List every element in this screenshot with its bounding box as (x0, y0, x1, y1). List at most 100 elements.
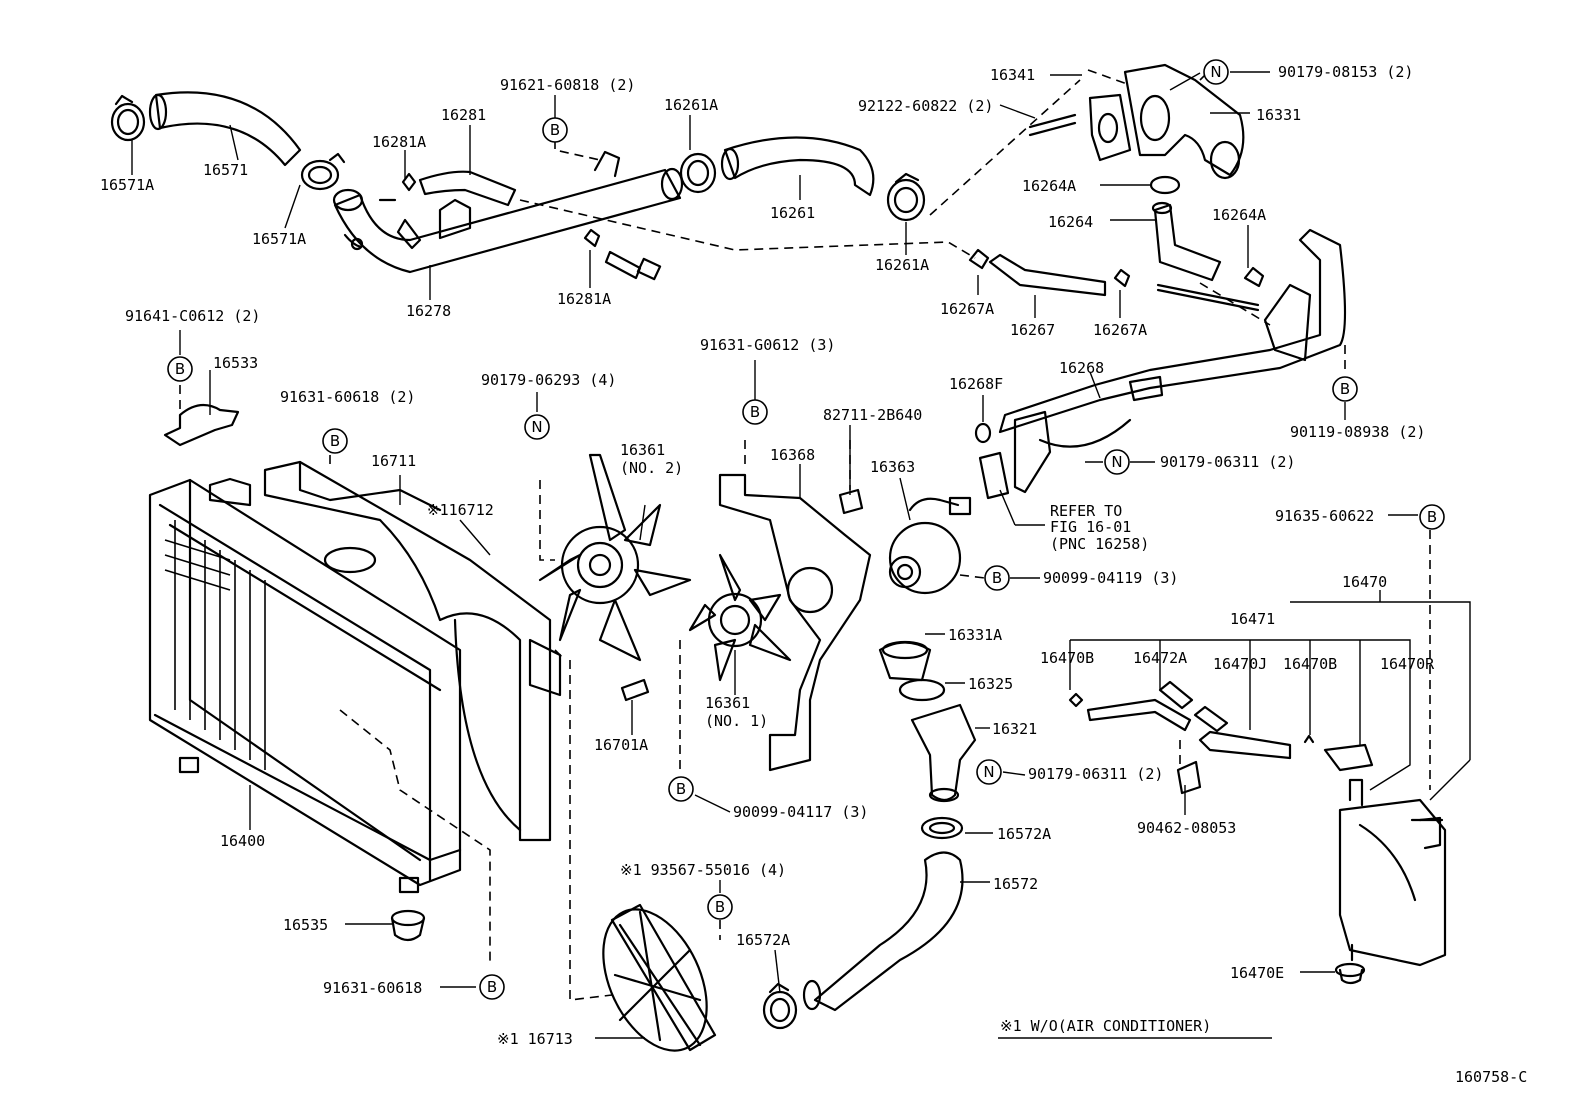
svg-text:B: B (715, 898, 725, 916)
part-label: ※1 16713 (497, 1030, 573, 1048)
bracket-16368 (718, 473, 872, 772)
water-outlet-16331 (1123, 63, 1245, 177)
reservoir-16470 (1338, 798, 1447, 967)
part-label: 16470B (1040, 649, 1094, 667)
hose-clamp (920, 816, 964, 840)
gasket-16325 (898, 678, 946, 702)
bolt-callout: B (1332, 376, 1358, 402)
part-label: 16701A (594, 736, 648, 754)
part-label: 16264A (1022, 177, 1076, 195)
part-label: 16261A (875, 256, 929, 274)
bolt-callout: B (707, 894, 733, 920)
upper-radiator-hose-group (110, 91, 684, 281)
part-label: 16281A (557, 290, 611, 308)
svg-text:B: B (750, 403, 760, 421)
hose-16470J (1198, 730, 1292, 760)
part-label: 16711 (371, 452, 416, 470)
part-label: 16325 (968, 675, 1013, 693)
nut-callout: N (1203, 59, 1229, 85)
part-label: 90179-06311 (2) (1028, 765, 1163, 783)
bolt-callout: B (1419, 504, 1445, 530)
reservoir-group (1068, 680, 1447, 985)
bolt-callout: B (542, 117, 568, 143)
part-label: 92122-60822 (2) (858, 97, 993, 115)
part-label: ※116712 (427, 501, 494, 519)
part-label: (NO. 1) (705, 712, 768, 730)
part-label: 90462-08053 (1137, 819, 1236, 837)
part-label: 16281A (372, 133, 426, 151)
hose-clamp (300, 152, 346, 191)
part-label: 16470J (1213, 655, 1267, 673)
pipe-16268 (998, 228, 1347, 434)
hose-clamp (886, 172, 926, 222)
part-label: 16470 (1342, 573, 1387, 591)
hose-16267 (988, 253, 1107, 297)
svg-text:N: N (1210, 63, 1221, 81)
part-label: 16363 (870, 458, 915, 476)
clip-16701A (620, 678, 650, 702)
cap-16470E (1334, 962, 1366, 978)
part-label: 16341 (990, 66, 1035, 84)
hose-16470B-clip (1068, 692, 1084, 708)
thermostat-16331A (878, 641, 932, 682)
svg-text:N: N (983, 763, 994, 781)
part-labels: 16571A 16571 16571A 16281A 16281 91621-6… (100, 63, 1435, 1048)
part-label: 16361 (620, 441, 665, 459)
part-label: 90179-08153 (2) (1278, 63, 1413, 81)
svg-text:B: B (1340, 380, 1350, 398)
figure-id: 160758-C (1455, 1068, 1527, 1086)
svg-text:B: B (992, 569, 1002, 587)
gasket-16341 (1088, 93, 1132, 162)
inlet-16321 (910, 703, 977, 802)
part-label: 91631-G0612 (3) (700, 336, 835, 354)
radiator-cap-16535 (390, 909, 426, 942)
hose-16261-group (679, 136, 926, 222)
part-label: 16471 (1230, 610, 1275, 628)
part-label: 91631-60618 (2) (280, 388, 415, 406)
part-label: 16281 (441, 106, 486, 124)
part-label: 16470R (1380, 655, 1435, 673)
footnote-text: ※1 W/O(AIR CONDITIONER) (1000, 1017, 1211, 1035)
part-label: 16261 (770, 204, 815, 222)
part-label: 91641-C0612 (2) (125, 307, 260, 325)
water-outlet-group (1028, 63, 1245, 195)
nut-callout: N (524, 414, 550, 440)
part-label: 91631-60618 (323, 979, 422, 997)
bolt-callout: B (668, 776, 694, 802)
leader-lines (131, 71, 1471, 1039)
part-label: 91635-60622 (1275, 507, 1374, 525)
part-label: 16571 (203, 161, 248, 179)
part-label: 16572 (993, 875, 1038, 893)
part-label: 16267A (940, 300, 994, 318)
part-label: 16264A (1212, 206, 1266, 224)
hose-16261 (723, 136, 875, 197)
part-label: 16472A (1133, 649, 1187, 667)
part-label: 90099-04117 (3) (733, 803, 868, 821)
part-label: 16400 (220, 832, 265, 850)
part-label: 16268F (949, 375, 1003, 393)
svg-text:B: B (550, 121, 560, 139)
part-label: 16361 (705, 694, 750, 712)
water-inlet-pipe-16278 (333, 168, 682, 274)
part-label: 16571A (100, 176, 154, 194)
part-label: FIG 16-01 (1050, 518, 1131, 536)
nut-callout: N (976, 759, 1002, 785)
svg-text:B: B (676, 780, 686, 798)
part-label: 90179-06293 (4) (481, 371, 616, 389)
part-label: 16331 (1256, 106, 1301, 124)
part-label: 82711-2B640 (823, 406, 922, 424)
cap-16470R (1323, 743, 1374, 772)
svg-text:B: B (175, 360, 185, 378)
part-label: 16572A (997, 825, 1051, 843)
clip-82711 (838, 488, 864, 515)
hose-clamp (110, 94, 146, 142)
part-label: 16572A (736, 931, 790, 949)
part-label: 90179-06311 (2) (1160, 453, 1295, 471)
part-label: 16470E (1230, 964, 1284, 982)
part-label: (PNC 16258) (1050, 535, 1149, 553)
thermostat-group (878, 640, 977, 803)
lower-hose-group (762, 816, 964, 1030)
svg-text:N: N (531, 418, 542, 436)
part-label: 16321 (992, 720, 1037, 738)
